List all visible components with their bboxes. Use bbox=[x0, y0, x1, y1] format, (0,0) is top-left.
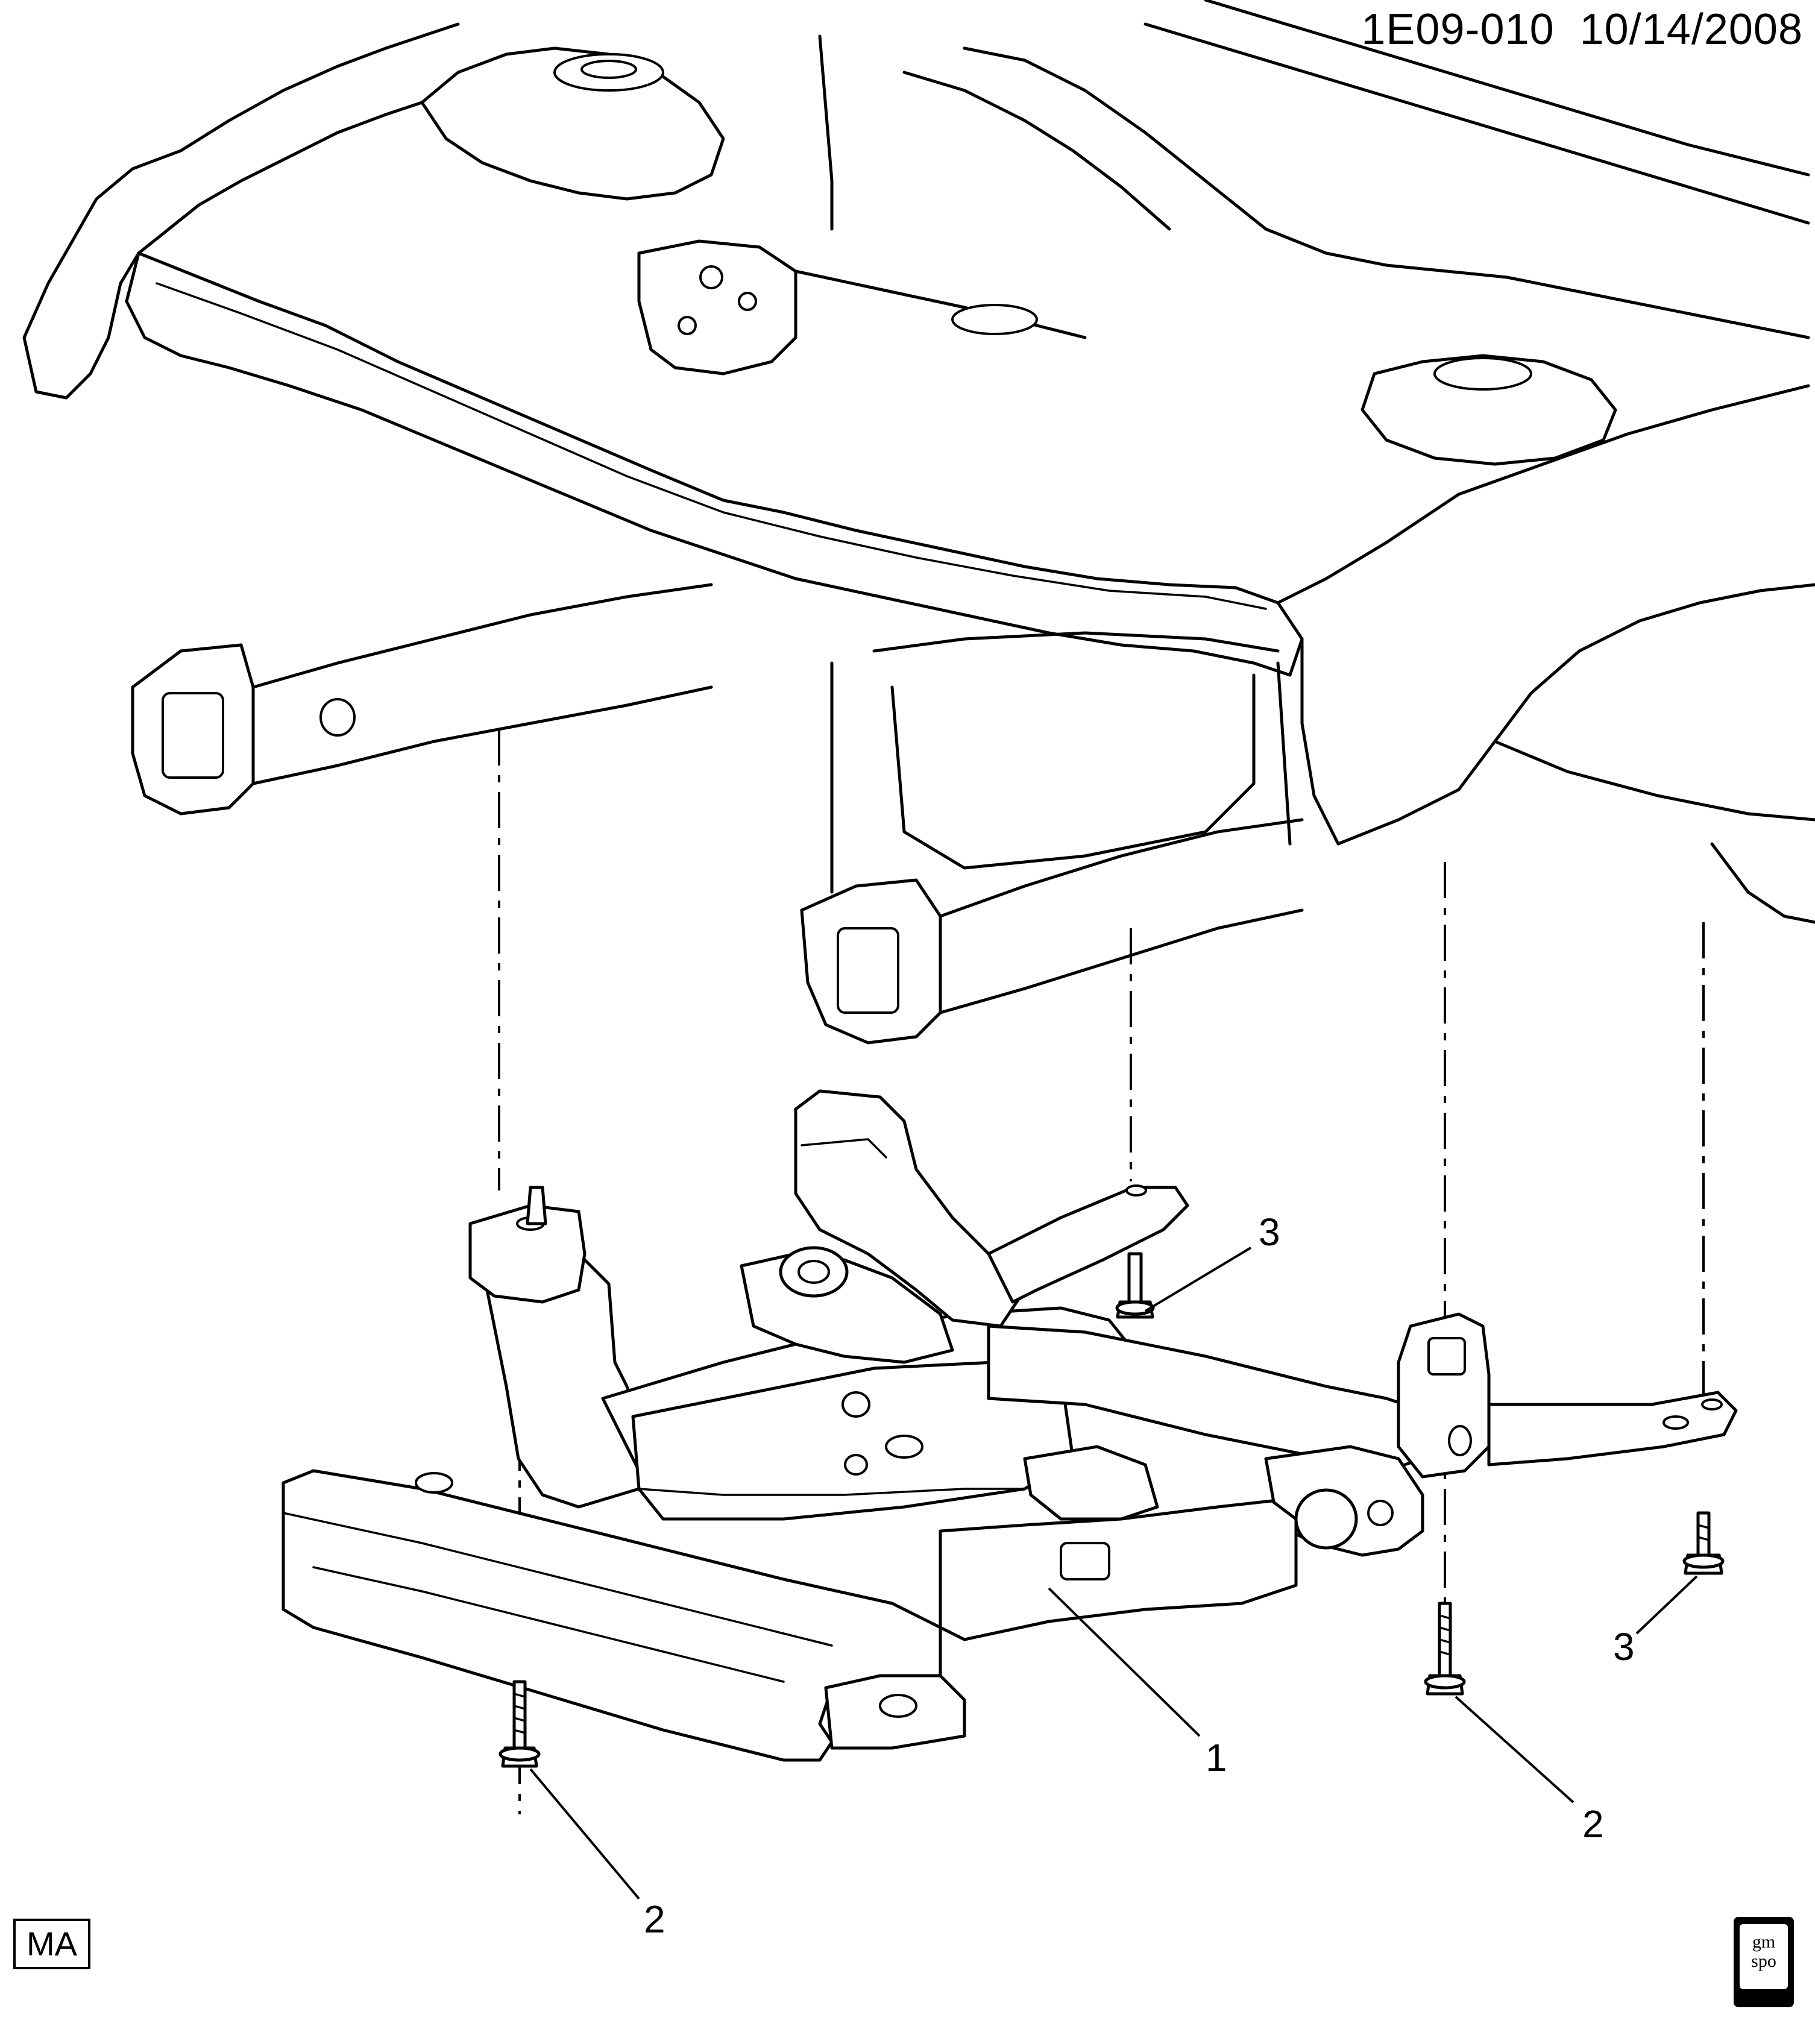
callout-3-upper: 3 bbox=[1259, 1210, 1280, 1254]
leader-line bbox=[1635, 1575, 1698, 1635]
illustration-date: 10/14/2008 bbox=[1579, 5, 1803, 54]
leader-line bbox=[1144, 1247, 1252, 1312]
callout-2-left: 2 bbox=[644, 1898, 665, 1941]
gm-spo-logo: gm spo bbox=[1734, 1917, 1794, 2007]
diagram-header: 1E09-010 10/14/2008 bbox=[1361, 5, 1803, 54]
leader-line bbox=[1048, 1587, 1201, 1737]
callout-2-right: 2 bbox=[1582, 1802, 1604, 1846]
logo-text-spo: spo bbox=[1751, 1951, 1776, 1971]
catalog-code-box: MA bbox=[13, 1919, 90, 1969]
logo-text-gm: gm bbox=[1752, 1932, 1776, 1952]
illustration-id: 1E09-010 bbox=[1361, 5, 1555, 54]
callout-leaders bbox=[529, 1247, 1698, 1900]
vehicle-front-structure bbox=[22, 0, 1815, 1045]
callout-1: 1 bbox=[1206, 1736, 1227, 1779]
callout-3-lower: 3 bbox=[1613, 1625, 1635, 1668]
frame-assembly bbox=[282, 1089, 1738, 1762]
bolt-upper-3 bbox=[1115, 1252, 1155, 1319]
leader-line bbox=[1455, 1696, 1574, 1803]
bolt-lower-3 bbox=[1682, 1511, 1725, 1575]
bolt-left-2 bbox=[499, 1680, 541, 1768]
leader-line bbox=[529, 1768, 640, 1900]
bolt-right-2 bbox=[1424, 1602, 1466, 1696]
